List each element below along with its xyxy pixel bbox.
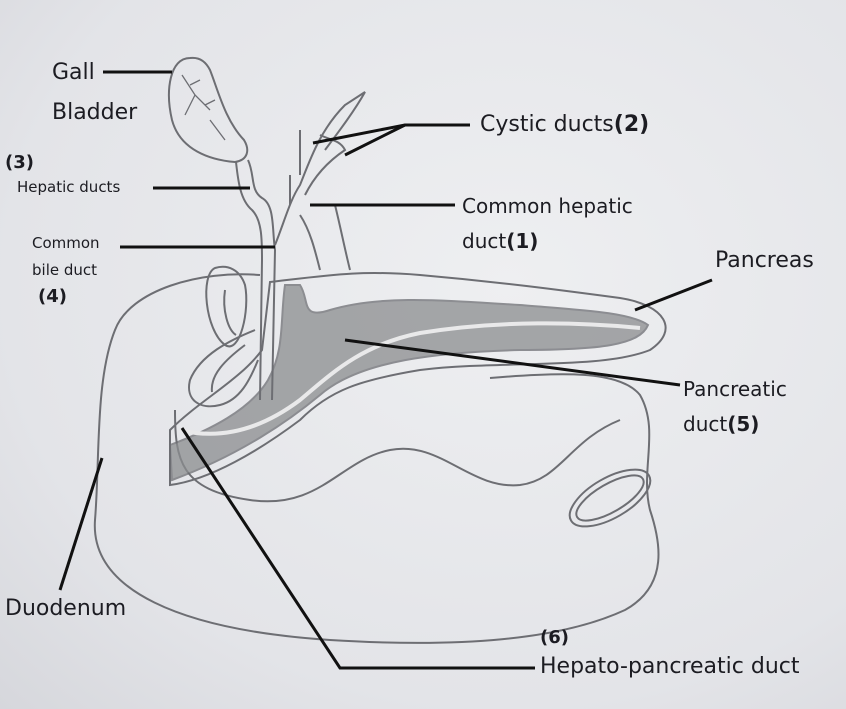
label-gall: Gall (52, 60, 95, 85)
label-common-hepatic-2: duct(1) (462, 229, 539, 253)
bile-duct-loop (205, 265, 248, 348)
label-common-bile-1: Common (32, 234, 100, 252)
label-cystic-ducts: Cystic ducts(2) (480, 112, 650, 137)
label-pancreas: Pancreas (715, 248, 814, 273)
pancreatic-duct (179, 321, 641, 436)
gall-bladder-veins (181, 74, 226, 141)
label-bladder: Bladder (52, 100, 138, 125)
label-duodenum: Duodenum (5, 596, 127, 621)
bile-duct-curve (188, 329, 259, 408)
label-common-bile-number: (4) (38, 286, 67, 307)
duodenum-outline (93, 273, 660, 644)
leader-pancreatic-duct (344, 338, 681, 387)
cystic-duct-branches (274, 91, 366, 271)
label-hepato-pancreatic-duct: Hepato-pancreatic duct (540, 654, 800, 679)
label-common-bile-2: bile duct (32, 261, 98, 279)
label-hepatic-number: (3) (5, 152, 34, 173)
leader-duodenum (58, 457, 104, 591)
leader-lines (58, 70, 713, 670)
leader-hepato-pancreatic-duct (180, 427, 535, 670)
pancreas-outline (169, 271, 667, 487)
label-common-hepatic-1: Common hepatic (462, 194, 633, 218)
pancreas-shaded-tissue (168, 284, 650, 482)
duodenum-oval (568, 468, 652, 528)
label-pancreatic-1: Pancreatic (683, 377, 787, 401)
label-pancreatic-2: duct(5) (683, 412, 760, 436)
duodenum-oval-inner (575, 474, 645, 522)
label-hepatic-ducts: Hepatic ducts (17, 178, 121, 196)
leader-pancreas (634, 278, 713, 312)
hepatic-duct-path (235, 159, 277, 401)
duodenum-inner (174, 409, 621, 503)
label-hepato-pancreatic-number: (6) (540, 627, 569, 648)
gall-bladder-outline (168, 56, 249, 164)
